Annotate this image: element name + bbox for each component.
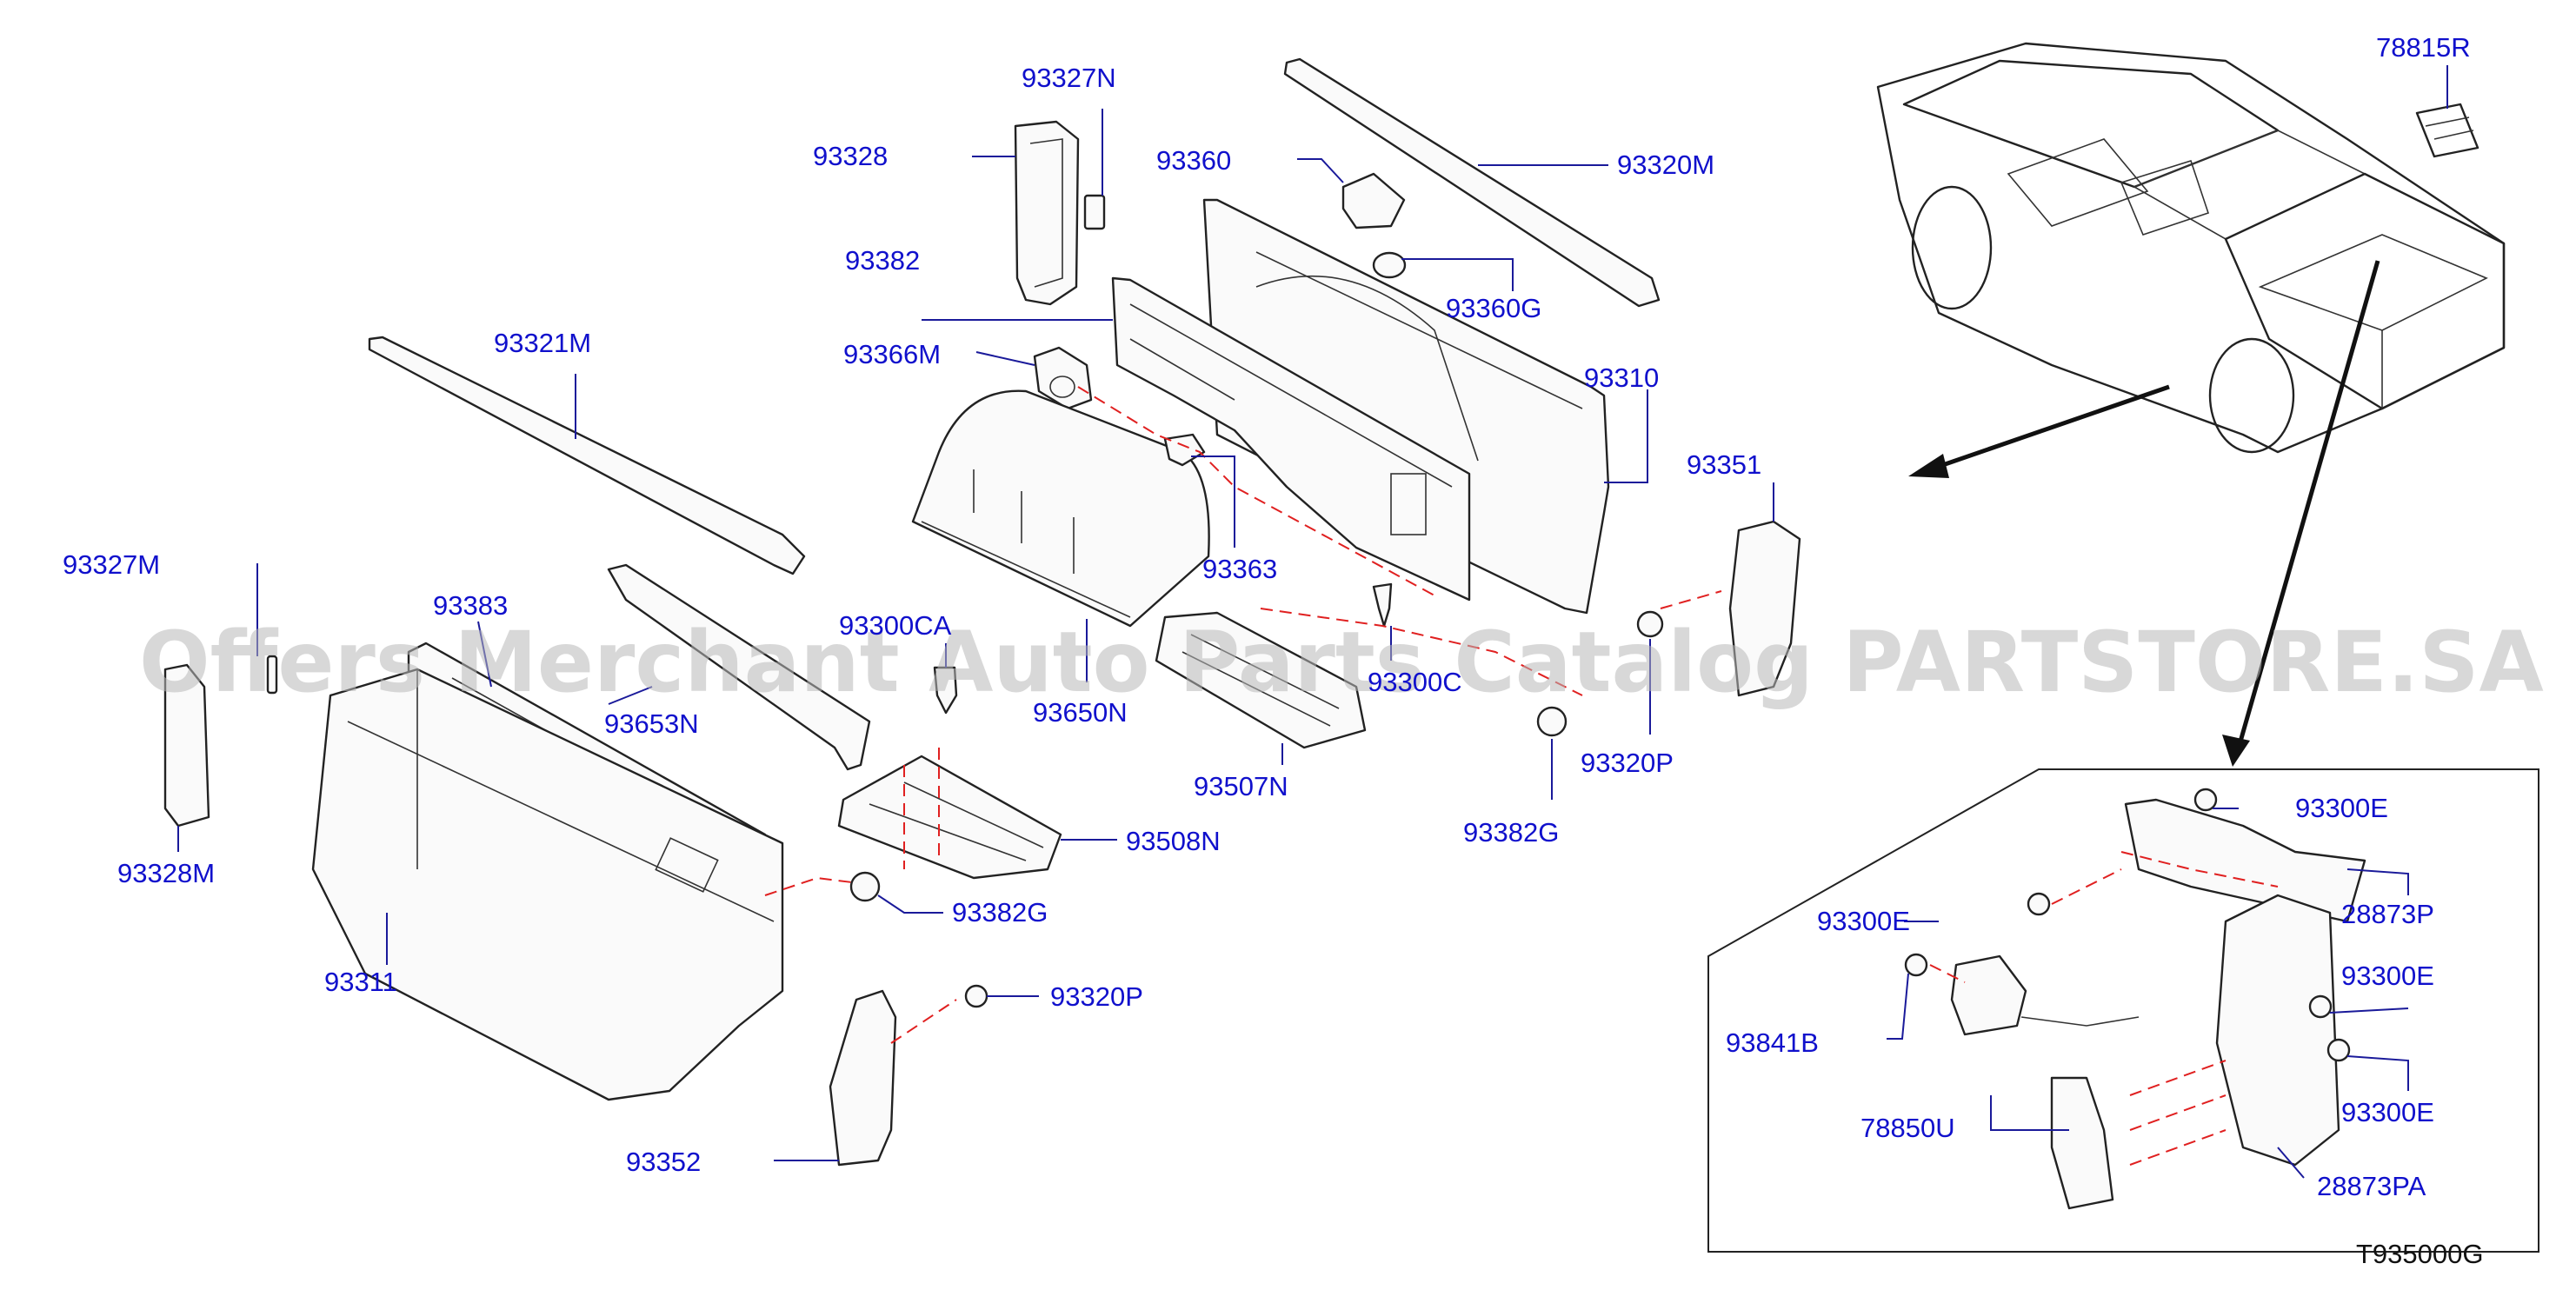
callout-label[interactable]: 93650N [1033,697,1128,728]
part-93300C-screw [1372,582,1393,628]
callout-label[interactable]: 93300CA [839,610,952,641]
part-93382G-grommet-left [849,871,881,902]
callout-label[interactable]: 93300C [1368,667,1462,697]
part-93366M-bracket [1033,346,1093,410]
part-93327M-clip [266,655,278,695]
callout-label[interactable]: 93328 [813,141,888,171]
callout-label[interactable]: 78815R [2376,32,2471,63]
callout-label[interactable]: 93382G [952,897,1048,928]
callout-label[interactable]: 93352 [626,1147,701,1177]
part-93320P-clip-right [1636,610,1664,638]
callout-label[interactable]: 93360 [1156,145,1231,176]
diagram-code: T935000G [2356,1239,2484,1269]
part-93320M-strip [1283,57,1661,308]
callout-label[interactable]: 93363 [1202,554,1277,584]
callout-label[interactable]: 93653N [604,708,699,739]
part-93327N-clip [1083,194,1106,230]
callout-label[interactable]: 93300E [2341,961,2434,991]
part-93328M-bracket [163,663,210,828]
part-93328-bracket [1014,120,1080,306]
part-93382-inner-panel [1111,276,1471,602]
callout-label[interactable]: 28873PA [2317,1171,2426,1201]
callout-label[interactable]: 93311 [324,967,397,997]
detail-inset [1707,768,2539,1253]
part-93352-bracket [829,989,897,1167]
part-93321M-strip [368,336,806,575]
callout-label[interactable]: 78850U [1860,1113,1955,1143]
callout-label[interactable]: 93320M [1617,150,1714,180]
callout-label[interactable]: 93328M [117,858,215,888]
callout-label[interactable]: 93327N [1022,63,1116,93]
part-93363-clip [1163,433,1206,467]
leader-lines [177,65,2448,1179]
part-93360G-grommet [1372,251,1407,279]
part-93382G-grommet-right [1536,706,1568,737]
callout-label[interactable]: 93382G [1463,817,1559,848]
callout-label[interactable]: 93300E [2341,1097,2434,1127]
part-93650N-wheelhouse [911,389,1210,628]
callout-label[interactable]: 93383 [433,590,508,621]
part-93360-cover [1341,172,1406,229]
callout-label[interactable]: 93310 [1584,362,1659,393]
part-93508N-floor [837,755,1062,880]
assembly-dashed-lines [764,386,1722,1044]
callout-label[interactable]: 93366M [843,339,941,369]
part-93507N-floor [1155,611,1367,749]
part-93383-support [607,563,871,771]
callout-label[interactable]: 93320P [1050,981,1143,1012]
watermark: Offers Merchant Auto Parts Catalog PARTS… [139,614,2544,711]
callout-label[interactable]: 93351 [1687,449,1761,480]
callout-label[interactable]: 93327M [63,549,160,580]
part-93351-bracket [1728,520,1801,697]
callout-label[interactable]: 93321M [494,328,591,358]
callout-label[interactable]: 93300E [2295,793,2388,823]
callout-label[interactable]: 93320P [1581,748,1674,778]
callout-label[interactable]: 93841B [1726,1027,1819,1058]
callout-label[interactable]: 28873P [2341,899,2434,929]
part-93300CA-clip [933,666,958,715]
part-93311-side-fender [311,668,784,1101]
callout-labels: 78815R 93327N 93328 93360 93320M 93382 9… [63,32,2471,1201]
callout-label[interactable]: 93508N [1126,826,1221,856]
callout-label[interactable]: 93382 [845,245,920,276]
callout-label[interactable]: 93507N [1194,771,1288,801]
callout-label[interactable]: 93360G [1446,293,1541,323]
part-93320P-clip-left [964,984,988,1008]
overview-arrows [1908,260,2380,767]
callout-label[interactable]: 93300E [1817,906,1910,936]
truck-overview-illustration [1876,42,2506,454]
